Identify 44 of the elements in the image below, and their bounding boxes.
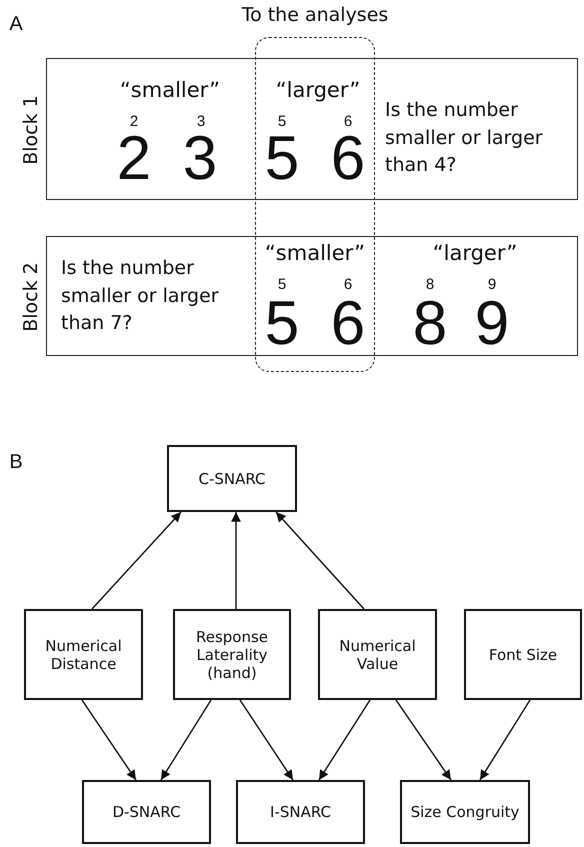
digit-stimulus: 8	[412, 293, 448, 355]
effect-box: Size Congruity	[400, 780, 530, 844]
response-label: “larger”	[432, 243, 518, 264]
block-heading: Block 1	[20, 95, 42, 165]
arrow	[239, 700, 294, 780]
number-label: 2	[130, 114, 138, 129]
arrow	[318, 700, 371, 780]
response-label: “smaller”	[120, 80, 220, 101]
number-label: 3	[196, 114, 206, 129]
arrow	[160, 700, 212, 780]
arrow	[479, 700, 531, 780]
number-label: 9	[488, 277, 496, 292]
arrow	[231, 512, 241, 609]
digit-stimulus: 2	[116, 128, 152, 190]
panel-letter: A	[9, 14, 23, 34]
effect-box: I-SNARC	[236, 780, 365, 844]
factor-box: Response Laterality (hand)	[173, 609, 291, 700]
arrow	[395, 700, 452, 780]
window-title: To the analyses	[242, 4, 388, 26]
digit-stimulus: 9	[474, 293, 510, 355]
number-label: 5	[278, 114, 286, 129]
arrow	[81, 700, 137, 780]
digit-stimulus: 6	[330, 128, 366, 190]
arrow	[91, 512, 182, 610]
number-label: 6	[344, 277, 352, 292]
factor-box: Font Size	[464, 609, 582, 700]
question-text: Is the number smaller or larger than 4?	[385, 98, 544, 178]
digit-stimulus: 5	[264, 293, 300, 355]
effect-box: D-SNARC	[82, 780, 211, 844]
response-label: “smaller”	[264, 243, 366, 264]
digit-stimulus: 5	[264, 128, 300, 190]
digit-stimulus: 3	[182, 128, 218, 190]
panel-letter: B	[9, 452, 23, 472]
factor-box: Numerical Value	[318, 609, 437, 700]
question-text: Is the number smaller or larger than 7?	[61, 256, 220, 336]
response-label: “larger”	[276, 80, 360, 101]
number-label: 5	[278, 277, 286, 292]
factor-box: Numerical Distance	[24, 609, 143, 700]
number-label: 6	[344, 114, 352, 129]
number-label: 8	[426, 277, 434, 292]
block-heading: Block 2	[20, 262, 42, 332]
effect-box: C-SNARC	[167, 445, 297, 512]
arrow	[275, 512, 365, 610]
digit-stimulus: 6	[330, 293, 366, 355]
